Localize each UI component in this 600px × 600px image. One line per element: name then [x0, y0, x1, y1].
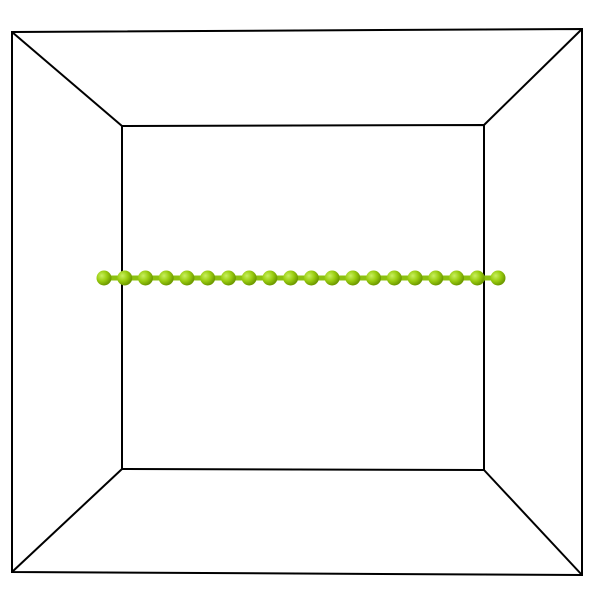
- box-edge-top-left: [11, 31, 123, 127]
- box-edge-top-right: [483, 28, 583, 126]
- atom-sphere[interactable]: [407, 270, 423, 286]
- atom-sphere[interactable]: [283, 270, 299, 286]
- atom-sphere[interactable]: [117, 270, 133, 286]
- atom-sphere[interactable]: [366, 270, 382, 286]
- box-edge-bottom-left: [11, 468, 123, 573]
- atom-sphere[interactable]: [469, 270, 485, 286]
- atom-sphere[interactable]: [324, 270, 340, 286]
- box-edge-bottom-right: [483, 469, 583, 576]
- box-back-face: [121, 123, 485, 472]
- atom-sphere[interactable]: [449, 270, 465, 286]
- atom-chain[interactable]: [96, 270, 506, 286]
- atom-sphere[interactable]: [345, 270, 361, 286]
- atom-sphere[interactable]: [428, 270, 444, 286]
- atom-sphere[interactable]: [220, 270, 236, 286]
- atom-sphere[interactable]: [200, 270, 216, 286]
- atom-sphere[interactable]: [386, 270, 402, 286]
- atom-sphere[interactable]: [262, 270, 278, 286]
- atom-sphere[interactable]: [96, 270, 112, 286]
- simulation-box: [11, 27, 583, 577]
- atom-sphere[interactable]: [179, 270, 195, 286]
- atom-sphere[interactable]: [158, 270, 174, 286]
- atom-sphere[interactable]: [137, 270, 153, 286]
- atom-sphere[interactable]: [241, 270, 257, 286]
- atom-sphere[interactable]: [490, 270, 506, 286]
- atom-sphere[interactable]: [303, 270, 319, 286]
